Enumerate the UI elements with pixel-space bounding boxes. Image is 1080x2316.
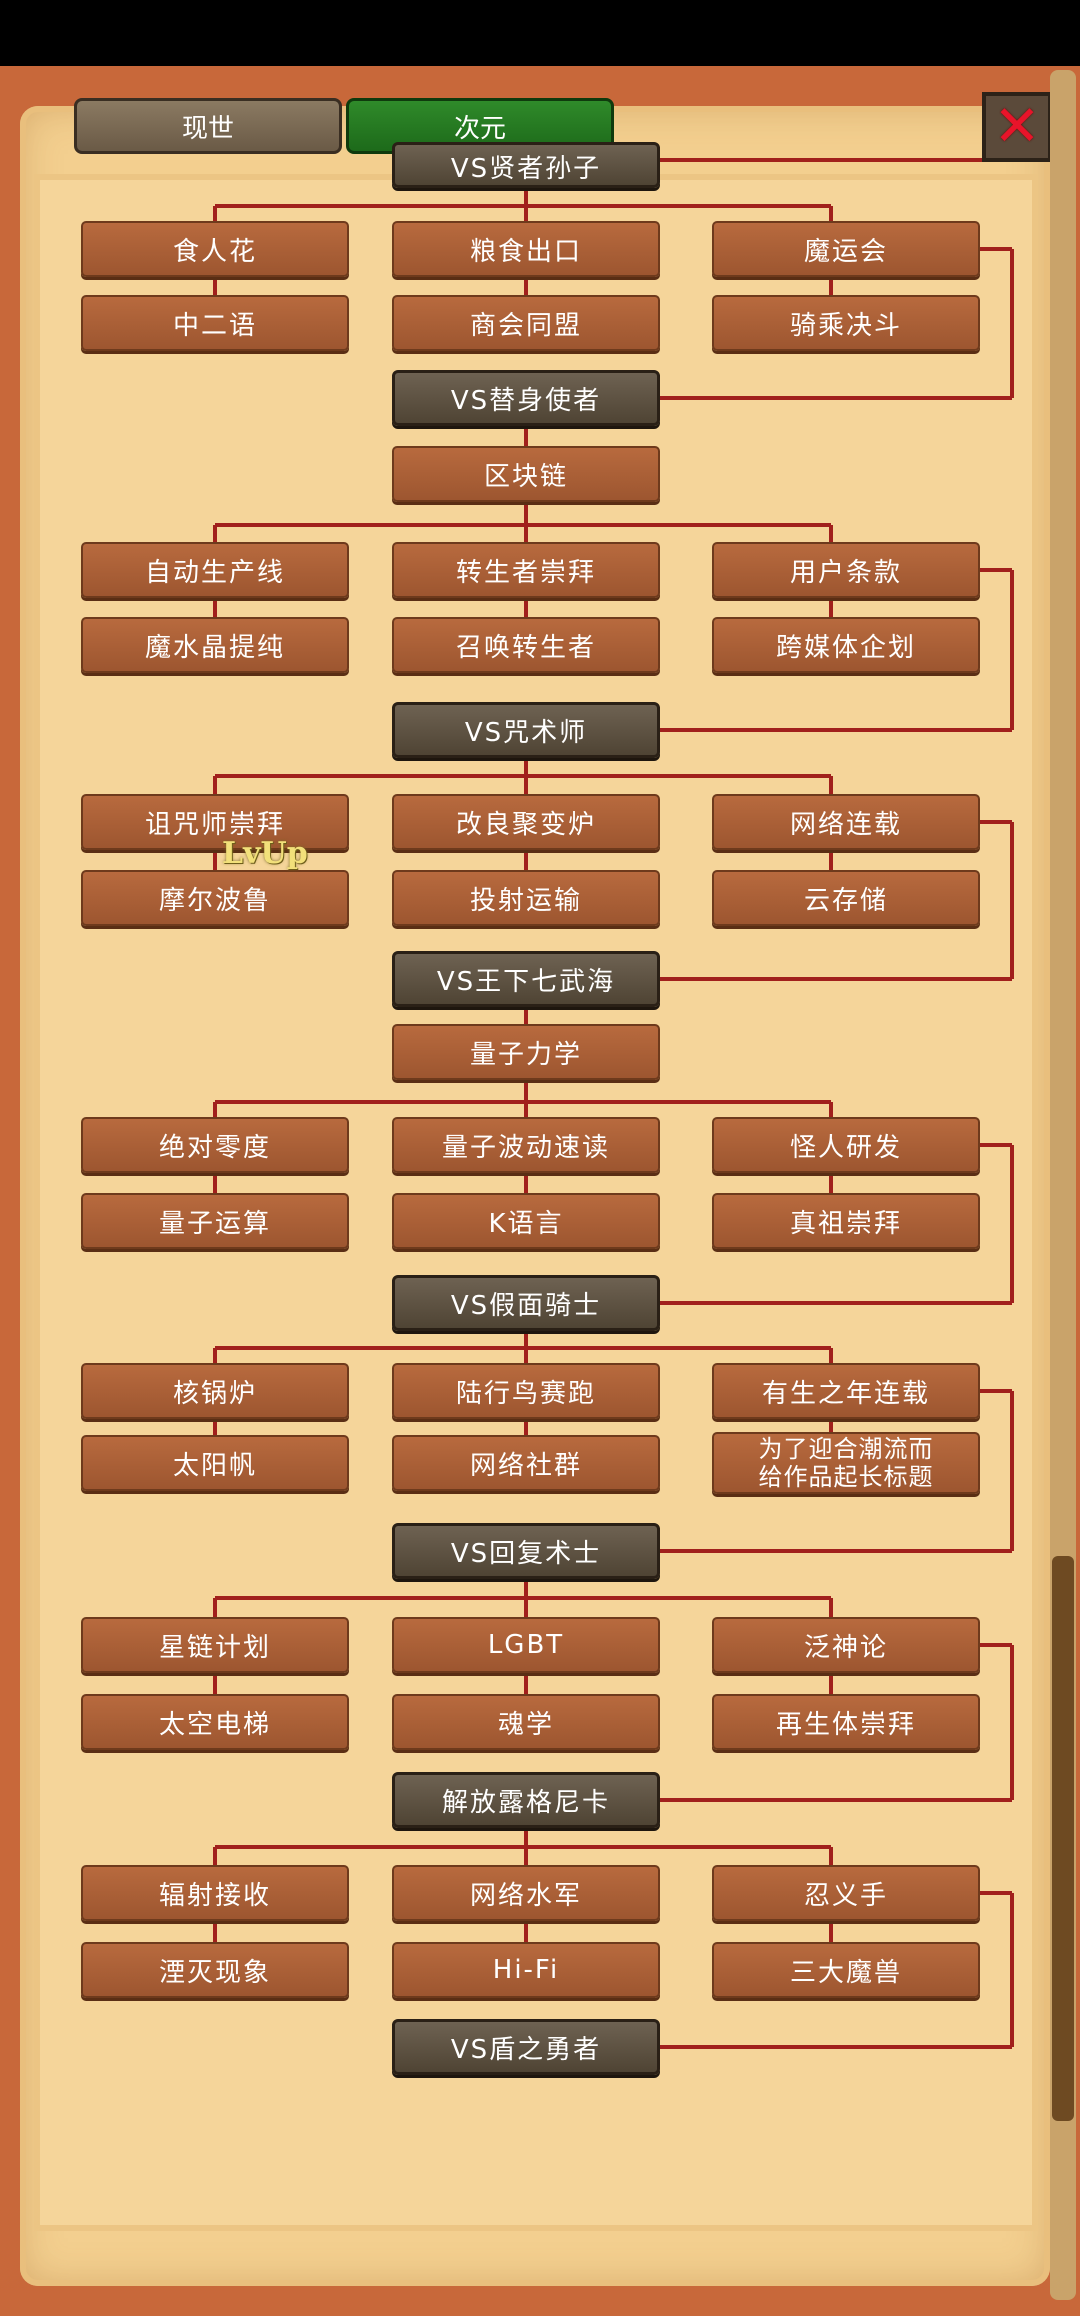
tech-node[interactable]: 忍义手: [712, 1865, 980, 1921]
tech-node[interactable]: 魔水晶提纯: [81, 617, 349, 673]
tech-node[interactable]: 为了迎合潮流而 给作品起长标题: [712, 1432, 980, 1494]
tech-node[interactable]: 魔运会: [712, 221, 980, 277]
tech-node[interactable]: 区块链: [392, 446, 660, 502]
tech-node[interactable]: 量子波动速读: [392, 1117, 660, 1173]
tech-node[interactable]: 辐射接收: [81, 1865, 349, 1921]
boss-node[interactable]: VS咒术师: [392, 702, 660, 758]
close-button[interactable]: ✕: [982, 92, 1052, 162]
tech-node[interactable]: 摩尔波鲁: [81, 870, 349, 926]
boss-node[interactable]: VS王下七武海: [392, 951, 660, 1007]
status-bar: [0, 0, 1080, 66]
tech-node[interactable]: 有生之年连载: [712, 1363, 980, 1419]
boss-node[interactable]: VS贤者孙子: [392, 142, 660, 188]
tech-node[interactable]: 再生体崇拜: [712, 1694, 980, 1750]
tech-node[interactable]: 中二语: [81, 295, 349, 351]
boss-node[interactable]: 解放露格尼卡: [392, 1772, 660, 1828]
tech-node[interactable]: 量子力学: [392, 1024, 660, 1080]
tech-node[interactable]: 召唤转生者: [392, 617, 660, 673]
boss-node[interactable]: VS假面骑士: [392, 1275, 660, 1331]
tech-node[interactable]: Hi-Fi: [392, 1942, 660, 1998]
tech-node[interactable]: 粮食出口: [392, 221, 660, 277]
tech-node[interactable]: 诅咒师崇拜: [81, 794, 349, 850]
tech-node[interactable]: 三大魔兽: [712, 1942, 980, 1998]
tech-node[interactable]: 云存储: [712, 870, 980, 926]
tech-node[interactable]: 太阳帆: [81, 1435, 349, 1491]
tech-node[interactable]: 转生者崇拜: [392, 542, 660, 598]
tab-real-world[interactable]: 现世: [74, 98, 342, 154]
tech-node[interactable]: 魂学: [392, 1694, 660, 1750]
tech-node[interactable]: 真祖崇拜: [712, 1193, 980, 1249]
tech-node[interactable]: 跨媒体企划: [712, 617, 980, 673]
tech-node[interactable]: 湮灭现象: [81, 1942, 349, 1998]
scrollbar-thumb[interactable]: [1052, 1556, 1074, 2121]
tech-node[interactable]: LGBT: [392, 1617, 660, 1673]
tech-node[interactable]: 改良聚变炉: [392, 794, 660, 850]
tech-node[interactable]: 投射运输: [392, 870, 660, 926]
tech-node[interactable]: 量子运算: [81, 1193, 349, 1249]
tech-node[interactable]: K语言: [392, 1193, 660, 1249]
tech-node[interactable]: 星链计划: [81, 1617, 349, 1673]
tech-node[interactable]: 太空电梯: [81, 1694, 349, 1750]
tech-node[interactable]: 骑乘决斗: [712, 295, 980, 351]
tech-node[interactable]: 核锅炉: [81, 1363, 349, 1419]
tech-node[interactable]: 网络连载: [712, 794, 980, 850]
tech-node[interactable]: 怪人研发: [712, 1117, 980, 1173]
tech-node[interactable]: 商会同盟: [392, 295, 660, 351]
boss-node[interactable]: VS替身使者: [392, 370, 660, 426]
boss-node[interactable]: VS盾之勇者: [392, 2019, 660, 2075]
tech-node[interactable]: 用户条款: [712, 542, 980, 598]
tech-node[interactable]: 网络水军: [392, 1865, 660, 1921]
tech-node[interactable]: 网络社群: [392, 1435, 660, 1491]
tech-node[interactable]: 泛神论: [712, 1617, 980, 1673]
tech-node[interactable]: 陆行鸟赛跑: [392, 1363, 660, 1419]
boss-node[interactable]: VS回复术士: [392, 1523, 660, 1579]
tech-node[interactable]: 绝对零度: [81, 1117, 349, 1173]
tech-node[interactable]: 食人花: [81, 221, 349, 277]
close-x-icon: ✕: [993, 94, 1041, 159]
tech-node[interactable]: 自动生产线: [81, 542, 349, 598]
level-up-indicator: LvUp: [222, 836, 308, 871]
